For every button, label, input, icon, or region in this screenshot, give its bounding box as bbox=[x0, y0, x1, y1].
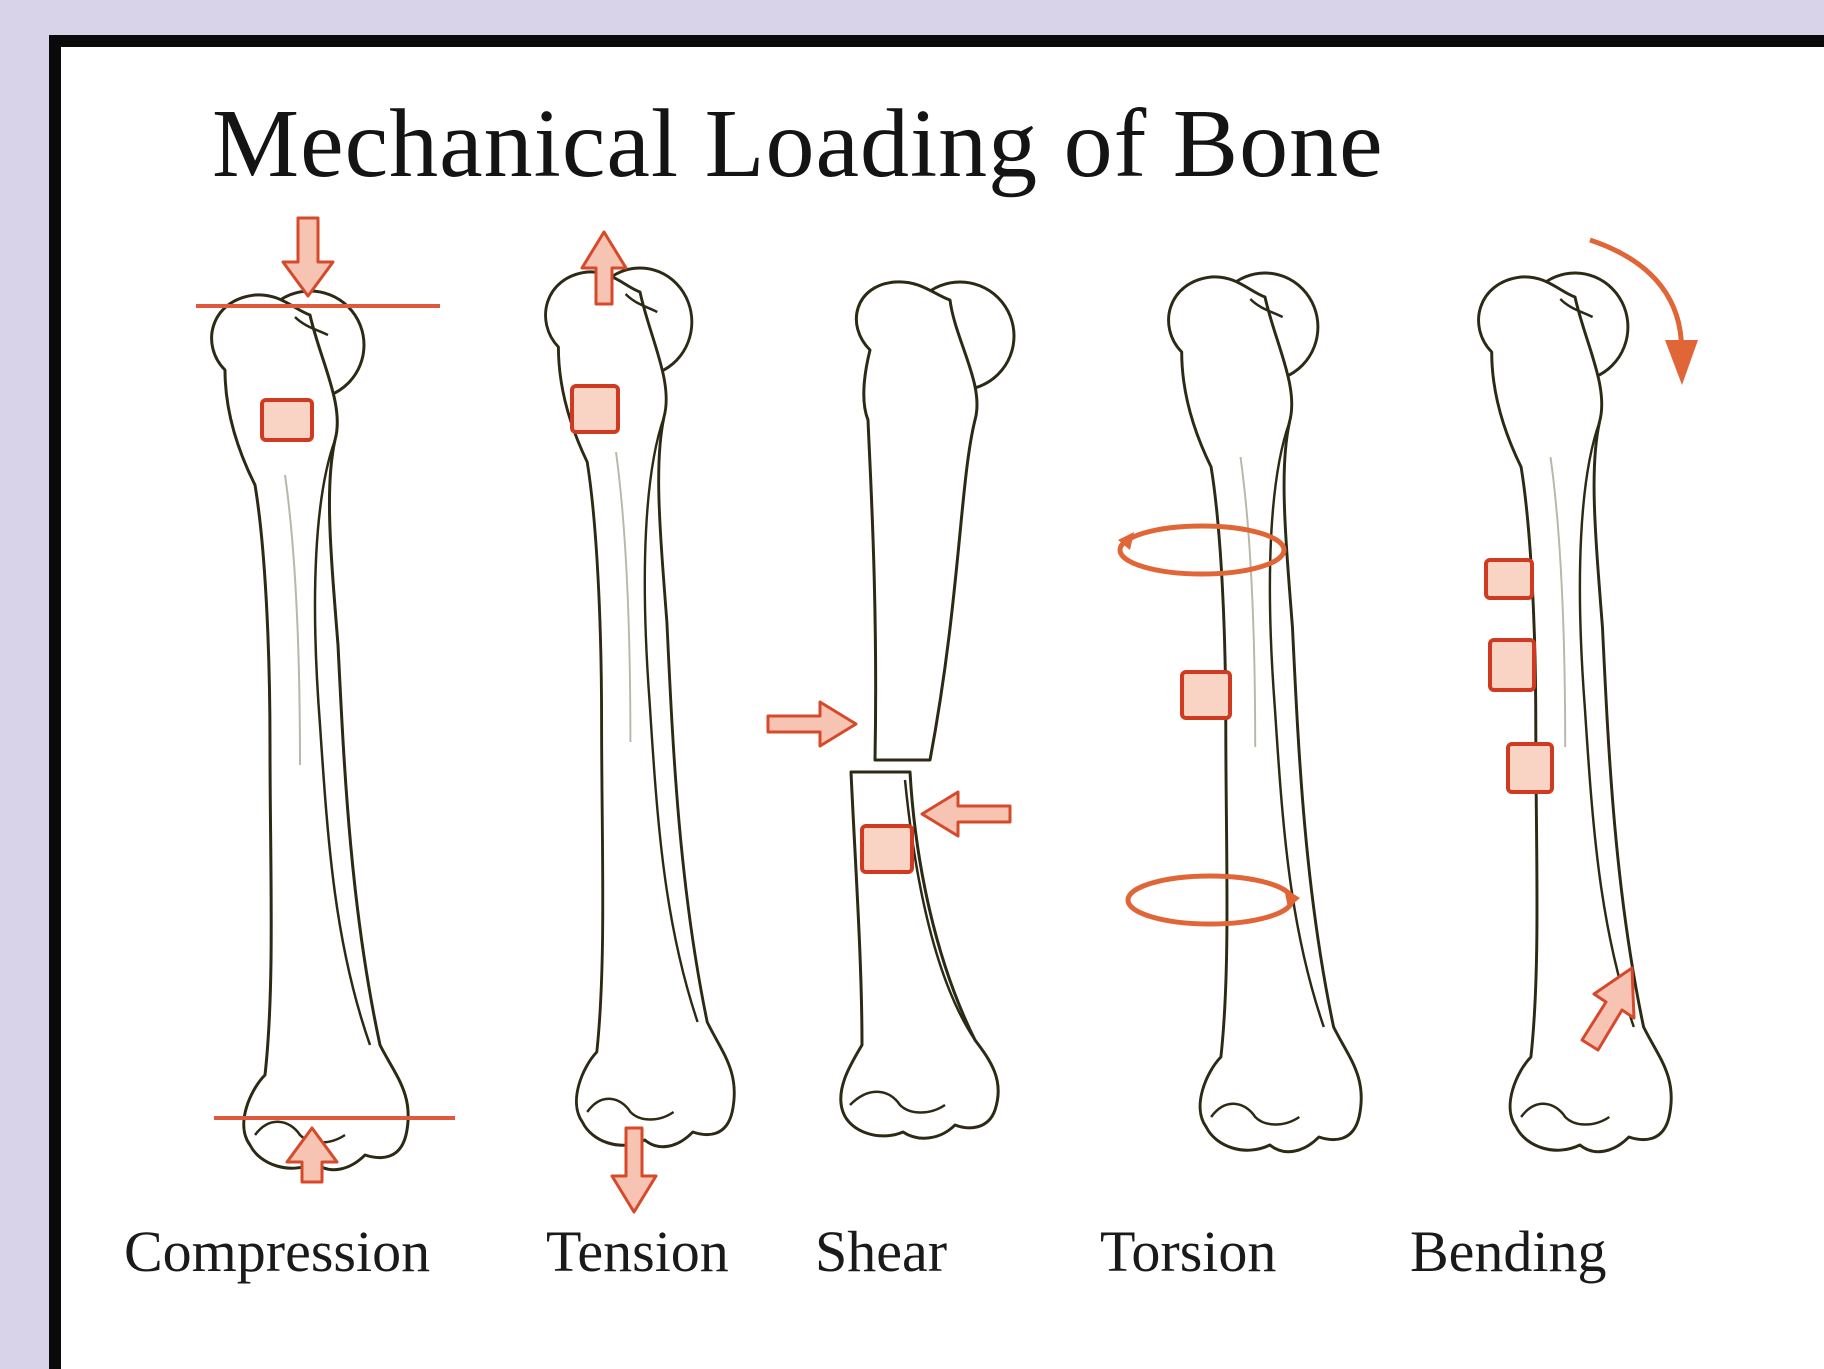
torsion-stress-element bbox=[1182, 672, 1230, 718]
label-bending: Bending bbox=[1410, 1223, 1607, 1281]
compression-down-arrow bbox=[283, 218, 333, 296]
label-tension: Tension bbox=[546, 1223, 729, 1281]
shear-stress-element bbox=[862, 826, 912, 872]
bending-stress-element-bottom bbox=[1508, 744, 1552, 792]
shear-left-arrow bbox=[922, 792, 1010, 836]
tension-stress-element bbox=[572, 386, 618, 432]
shear-femur bbox=[841, 282, 1014, 1138]
label-compression: Compression bbox=[124, 1223, 430, 1281]
bending-femur bbox=[1479, 273, 1672, 1152]
label-shear: Shear bbox=[815, 1223, 947, 1281]
shear-right-arrow bbox=[768, 702, 856, 746]
bending-stress-element-top bbox=[1486, 560, 1532, 598]
label-torsion: Torsion bbox=[1100, 1223, 1276, 1281]
bending-stress-element-middle bbox=[1490, 640, 1534, 690]
compression-stress-element bbox=[262, 400, 312, 440]
